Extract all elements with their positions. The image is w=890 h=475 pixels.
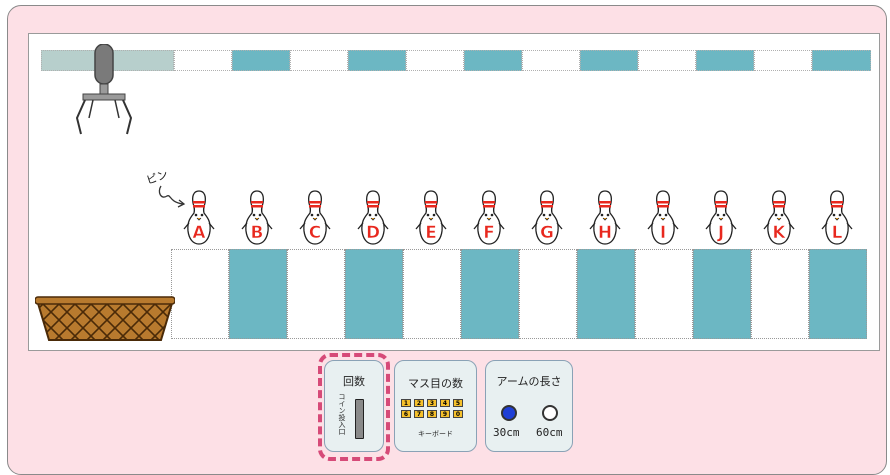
floor-square bbox=[461, 249, 519, 339]
bowling-pin[interactable]: L bbox=[817, 189, 857, 249]
floor-square bbox=[635, 249, 693, 339]
pin-letter: B bbox=[250, 223, 264, 244]
key-0[interactable]: 0 bbox=[453, 410, 463, 418]
floor-square bbox=[229, 249, 287, 339]
key-3[interactable]: 3 bbox=[427, 399, 437, 407]
pin-pointer-arrow bbox=[158, 185, 186, 208]
rail-segment bbox=[290, 50, 348, 71]
radio-60cm[interactable] bbox=[542, 405, 558, 421]
coin-panel-highlight bbox=[318, 353, 390, 461]
pin-letter: K bbox=[772, 223, 786, 244]
pin-letter: E bbox=[425, 223, 437, 244]
pin-letter: D bbox=[365, 223, 381, 244]
pin-icon bbox=[705, 190, 737, 245]
basket-icon bbox=[35, 296, 175, 341]
bowling-pin[interactable]: G bbox=[527, 189, 567, 249]
crane-rail bbox=[41, 50, 871, 71]
coin-panel-title: 回数 bbox=[343, 375, 365, 388]
floor-square bbox=[751, 249, 809, 339]
pin-icon bbox=[473, 190, 505, 245]
key-5[interactable]: 5 bbox=[453, 399, 463, 407]
rail-segment bbox=[232, 50, 290, 71]
coin-panel[interactable]: 回数 コイン投入口 bbox=[324, 360, 384, 452]
squares-panel-title: マス目の数 bbox=[408, 377, 463, 390]
floor-square bbox=[171, 249, 229, 339]
bowling-pin[interactable]: K bbox=[759, 189, 799, 249]
rail-segment bbox=[174, 50, 232, 71]
rail-segment bbox=[522, 50, 580, 71]
coin-slot-label: コイン投入口 bbox=[338, 393, 346, 435]
bowling-pin[interactable]: E bbox=[411, 189, 451, 249]
key-7[interactable]: 7 bbox=[414, 410, 424, 418]
floor-square bbox=[693, 249, 751, 339]
rail-segment bbox=[580, 50, 638, 71]
pin-icon bbox=[183, 190, 215, 245]
bowling-pin[interactable]: H bbox=[585, 189, 625, 249]
pin-icon bbox=[415, 190, 447, 245]
rail-segment bbox=[754, 50, 812, 71]
rail-segment bbox=[406, 50, 464, 71]
key-2[interactable]: 2 bbox=[414, 399, 424, 407]
rail-segment bbox=[696, 50, 754, 71]
radio-60cm-label: 60cm bbox=[536, 426, 563, 439]
floor-square bbox=[287, 249, 345, 339]
bowling-pin[interactable]: A bbox=[179, 189, 219, 249]
pin-icon bbox=[821, 190, 853, 245]
crane-claw[interactable] bbox=[69, 44, 139, 139]
pin-icon bbox=[299, 190, 331, 245]
radio-30cm-label: 30cm bbox=[493, 426, 520, 439]
game-stage: ピン A B bbox=[28, 33, 880, 351]
arm-length-title: アームの長さ bbox=[496, 375, 562, 388]
bowling-pin[interactable]: D bbox=[353, 189, 393, 249]
pin-letter: I bbox=[659, 223, 667, 244]
key-4[interactable]: 4 bbox=[440, 399, 450, 407]
rail-segment bbox=[464, 50, 522, 71]
pin-letter: A bbox=[192, 223, 206, 244]
rail-segment bbox=[638, 50, 696, 71]
pin-icon bbox=[647, 190, 679, 245]
pin-letter: F bbox=[483, 223, 495, 244]
key-9[interactable]: 9 bbox=[440, 410, 450, 418]
pin-letter: G bbox=[540, 223, 555, 244]
key-8[interactable]: 8 bbox=[427, 410, 437, 418]
key-1[interactable]: 1 bbox=[401, 399, 411, 407]
pin-letter: C bbox=[308, 223, 322, 244]
rail-segment bbox=[812, 50, 871, 71]
pin-letter: H bbox=[597, 223, 613, 244]
pin-icon bbox=[589, 190, 621, 245]
floor-square bbox=[403, 249, 461, 339]
pin-icon bbox=[763, 190, 795, 245]
coin-slot[interactable] bbox=[355, 399, 364, 439]
pin-icon bbox=[241, 190, 273, 245]
bowling-pin[interactable]: B bbox=[237, 189, 277, 249]
pin-icon bbox=[531, 190, 563, 245]
keyboard-label: キーボード bbox=[418, 430, 453, 438]
pin-letter: L bbox=[831, 223, 843, 244]
pin-icon bbox=[357, 190, 389, 245]
key-6[interactable]: 6 bbox=[401, 410, 411, 418]
floor-square bbox=[345, 249, 403, 339]
arm-length-panel[interactable]: アームの長さ 30cm 60cm bbox=[485, 360, 573, 452]
floor-square bbox=[519, 249, 577, 339]
bowling-pin[interactable]: F bbox=[469, 189, 509, 249]
floor-square bbox=[577, 249, 635, 339]
floor-square bbox=[809, 249, 867, 339]
pin-letter: J bbox=[717, 223, 725, 244]
bowling-pin[interactable]: I bbox=[643, 189, 683, 249]
radio-30cm[interactable] bbox=[501, 405, 517, 421]
bowling-pin[interactable]: J bbox=[701, 189, 741, 249]
rail-segment bbox=[348, 50, 406, 71]
bowling-pin[interactable]: C bbox=[295, 189, 335, 249]
squares-panel[interactable]: マス目の数 1 2 3 4 5 6 7 8 9 0 キーボード bbox=[394, 360, 477, 452]
